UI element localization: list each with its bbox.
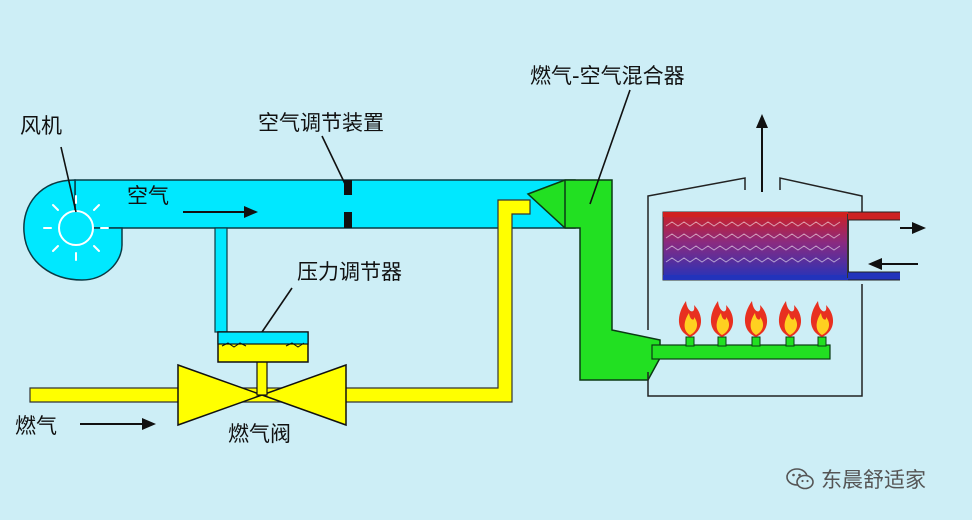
air-regulator-label: 空气调节装置	[258, 111, 384, 135]
gas-flow-arrow-icon	[80, 418, 156, 430]
flame-icon	[778, 301, 802, 337]
hot-water-out-arrow-icon	[900, 222, 926, 234]
gas-valve-label: 燃气阀	[228, 422, 291, 446]
watermark: 东晨舒适家	[785, 462, 926, 496]
pressure-regulator-label: 压力调节器	[297, 260, 402, 284]
fan-rotor-icon	[58, 210, 94, 246]
boiler-casing	[647, 177, 863, 397]
burner-flames	[678, 301, 834, 337]
wechat-icon	[786, 468, 814, 490]
cold-water-in-arrow-icon	[868, 258, 918, 270]
burner-manifold	[651, 344, 831, 360]
flow-arrows	[80, 114, 926, 430]
flame-icon	[744, 301, 768, 337]
flame-icon	[678, 301, 702, 337]
flue-exhaust-arrow-icon	[756, 114, 768, 192]
air-damper-top	[344, 180, 352, 195]
air-label: 空气	[127, 184, 169, 208]
pressure-regulator	[217, 331, 309, 363]
heat-exchanger	[662, 211, 900, 281]
flame-icon	[710, 301, 734, 337]
fan-label: 风机	[20, 114, 62, 138]
air-duct	[74, 179, 576, 229]
leader-lines	[60, 89, 631, 333]
air-damper-bottom	[344, 212, 352, 228]
air-flow-arrow-icon	[183, 206, 258, 218]
gas-air-mixer	[526, 179, 661, 381]
fan	[23, 179, 123, 281]
mixer-label: 燃气-空气混合器	[530, 64, 685, 88]
watermark-text: 东晨舒适家	[821, 468, 926, 492]
gas-label: 燃气	[15, 414, 57, 438]
flame-icon	[810, 301, 834, 337]
impulse-tube	[214, 227, 228, 333]
gas-valve-icon	[177, 359, 347, 427]
